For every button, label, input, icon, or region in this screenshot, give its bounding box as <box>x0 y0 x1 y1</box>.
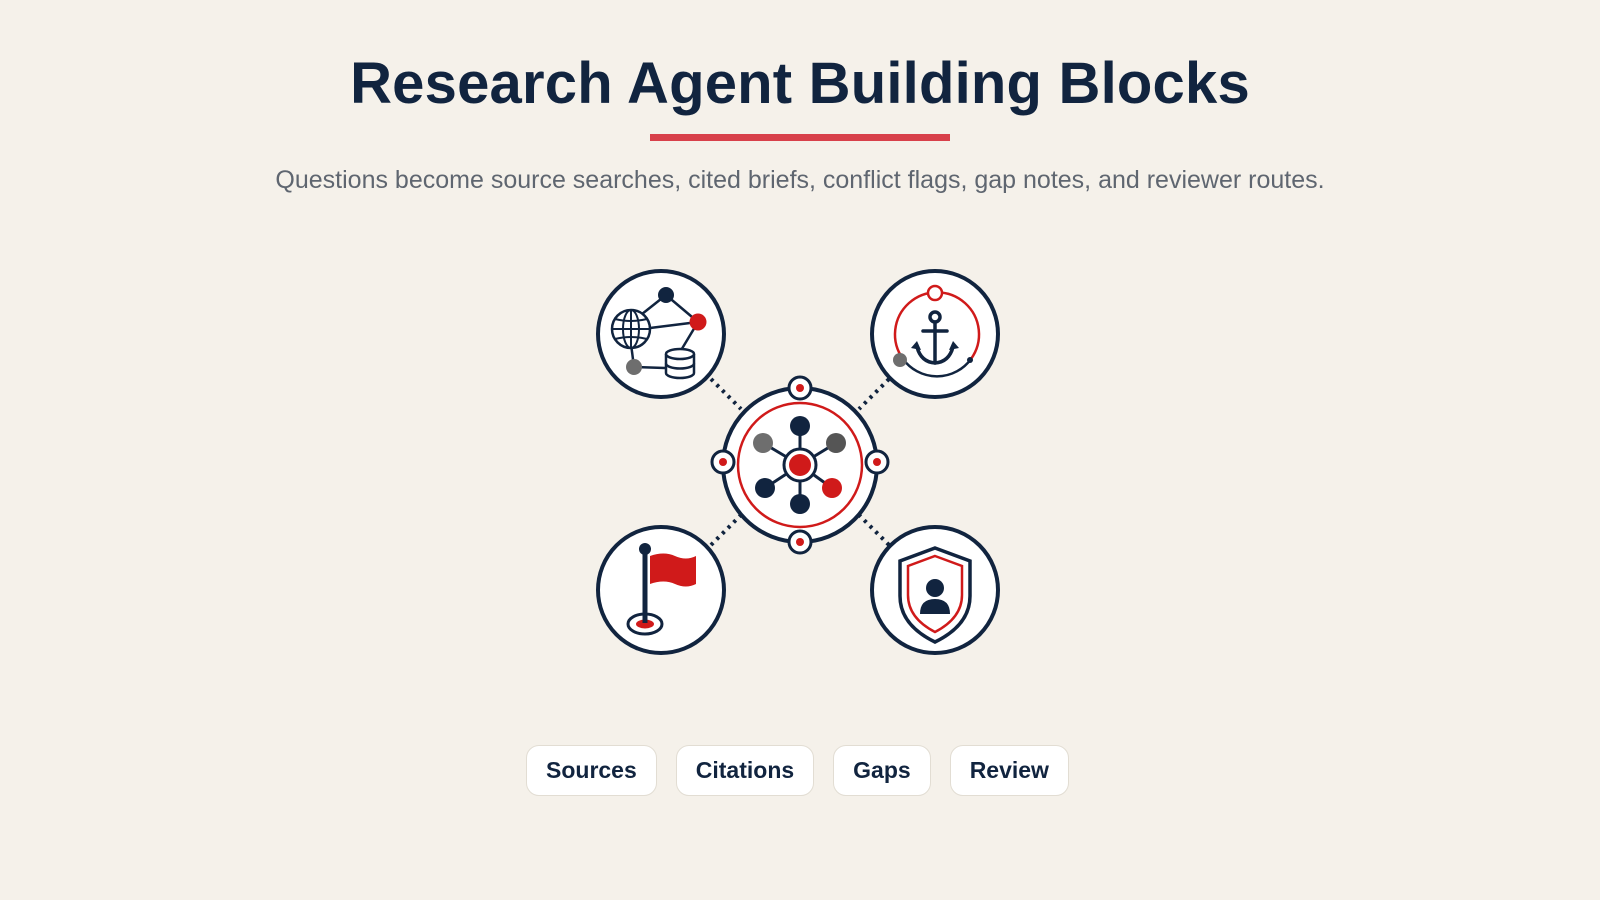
title-underline <box>650 134 950 141</box>
satellite-gaps <box>596 525 726 655</box>
shield-person-icon <box>898 546 972 644</box>
chip-citations[interactable]: Citations <box>675 745 815 796</box>
central-hub <box>710 375 890 555</box>
page-subtitle: Questions become source searches, cited … <box>275 166 1325 194</box>
network-hub-icon <box>753 416 846 514</box>
flag-icon <box>626 543 696 636</box>
satellite-citations <box>870 269 1000 399</box>
chip-sources[interactable]: Sources <box>526 745 657 796</box>
satellite-sources <box>596 269 726 399</box>
anchor-icon <box>893 284 981 378</box>
chip-gaps[interactable]: Gaps <box>833 745 931 796</box>
satellite-review <box>870 525 1000 655</box>
globe-database-network-icon <box>610 287 707 380</box>
chip-review[interactable]: Review <box>949 745 1069 796</box>
page-title: Research Agent Building Blocks <box>350 51 1250 116</box>
chip-row: Sources Citations Gaps Review <box>526 745 1069 796</box>
